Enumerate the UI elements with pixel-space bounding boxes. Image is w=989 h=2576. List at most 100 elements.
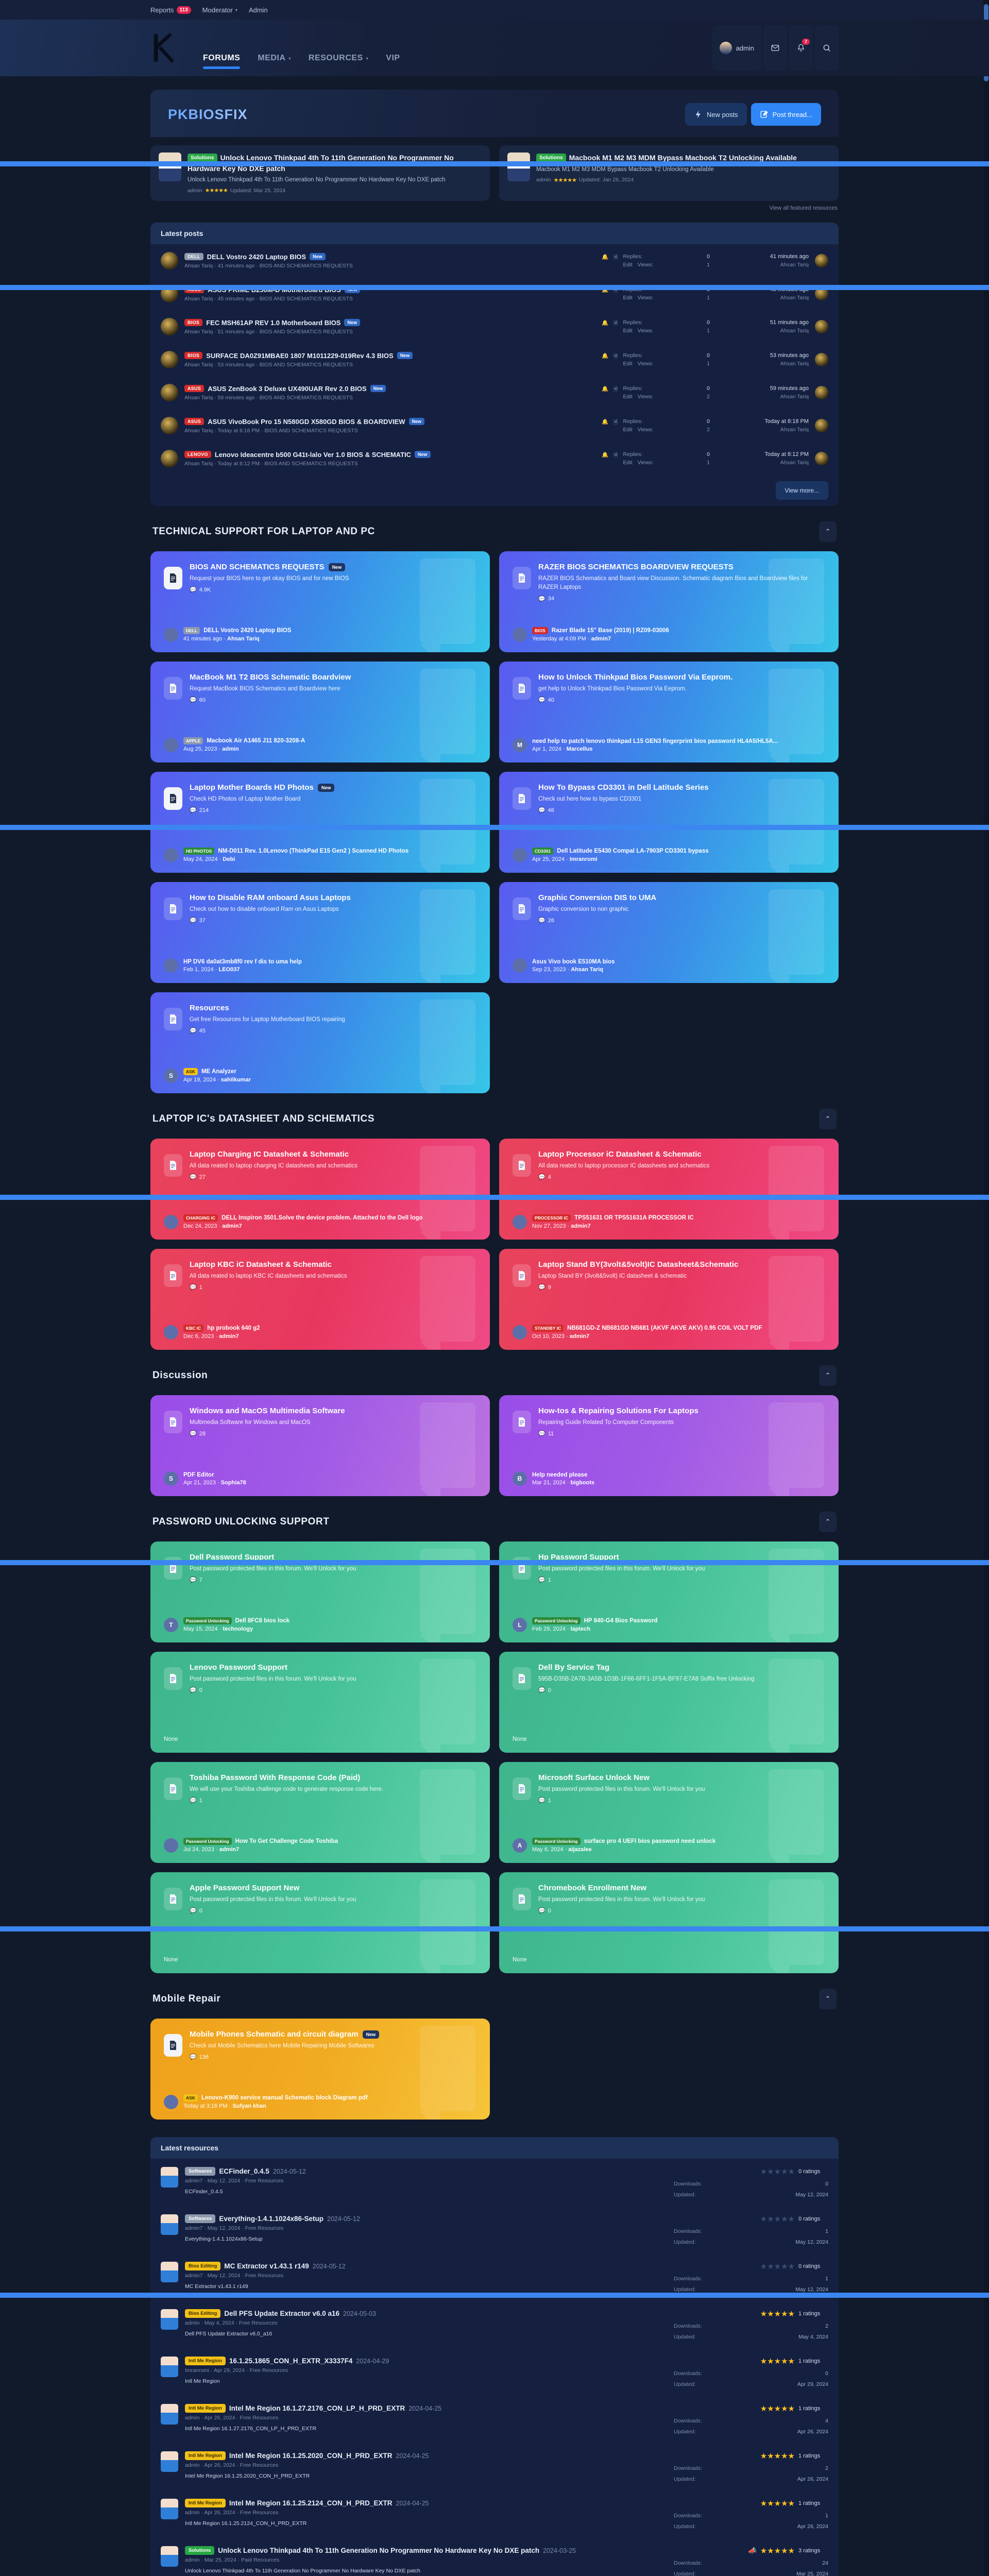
admin-moderator-menu[interactable]: Moderator ▾ [202, 6, 237, 14]
forum-title-text[interactable]: How to Disable RAM onboard Asus Laptops [190, 893, 351, 903]
list-item[interactable]: Bios Editing MC Extractor v1.43.1 r149 2… [150, 2253, 839, 2301]
nav-item-resources[interactable]: RESOURCES▾ [309, 54, 368, 76]
post-title-text[interactable]: FEC MSH61AP REV 1.0 Motherboard BIOS [206, 318, 341, 327]
collapse-toggle-button[interactable]: ⌃ [819, 521, 837, 543]
forum-title-text[interactable]: Windows and MacOS Multimedia Software [190, 1406, 345, 1416]
forum-title-text[interactable]: Laptop Processor iC Datasheet & Schemati… [538, 1150, 702, 1159]
list-item[interactable]: Bios Editing Dell PFS Update Extractor v… [150, 2301, 839, 2348]
post-thread-button[interactable]: Post thread... [751, 103, 821, 126]
timestamp[interactable]: Today at 8:18 PM [764, 418, 809, 425]
last-poster[interactable]: laptech [570, 1626, 591, 1633]
edit-link[interactable]: Edit [623, 460, 633, 466]
last-poster[interactable]: Ahsan Tariq [227, 636, 260, 642]
last-post-title-text[interactable]: TPS51631 OR TPS51631A PROCESSOR IC [574, 1215, 694, 1222]
edit-link[interactable]: Edit [623, 361, 633, 367]
last-poster[interactable]: Sophia78 [220, 1479, 246, 1486]
forum-title-text[interactable]: Graphic Conversion DIS to UMA [538, 893, 657, 903]
last-poster[interactable]: Imranromi [569, 856, 598, 863]
last-poster[interactable]: technology [223, 1626, 253, 1633]
last-post-title-text[interactable]: How To Get Challenge Code Toshiba [235, 1838, 338, 1845]
table-row[interactable]: ASUS ASUS PRIME B250M-D Motherboard BIOS… [150, 277, 839, 310]
forum-title-text[interactable]: Mobile Phones Schematic and circuit diag… [190, 2030, 359, 2039]
edit-link[interactable]: Edit [623, 394, 633, 400]
forum-title-text[interactable]: How To Bypass CD3301 in Dell Latitude Se… [538, 783, 709, 792]
bell-icon[interactable]: 🔔 [602, 254, 609, 261]
inbox-button[interactable] [763, 25, 787, 71]
forum-title-text[interactable]: Apple Password Support New [190, 1884, 300, 1893]
list-item[interactable]: Intl Me Region Intel Me Region 16.1.27.2… [150, 2396, 839, 2443]
forum-title-text[interactable]: Hp Password Support [538, 1553, 619, 1562]
forum-card[interactable]: Graphic Conversion DIS to UMA Graphic co… [499, 882, 839, 984]
last-poster[interactable]: Debi [223, 856, 235, 863]
forum-title-text[interactable]: Dell By Service Tag [538, 1663, 610, 1672]
last-post-title-text[interactable]: PDF Editor [183, 1471, 214, 1478]
forum-card[interactable]: Dell Password Support Post password prot… [150, 1541, 490, 1643]
collapse-toggle-button[interactable]: ⌃ [819, 1512, 837, 1533]
list-item[interactable]: Intl Me Region Intel Me Region 16.1.25.2… [150, 2443, 839, 2490]
last-poster[interactable]: admin7 [591, 636, 611, 642]
forum-card[interactable]: Laptop Mother Boards HD Photos New Check… [150, 772, 490, 873]
resource-title-text[interactable]: Unlock Lenovo Thinkpad 4th To 11th Gener… [218, 2547, 540, 2555]
last-poster[interactable]: bigboots [570, 1479, 595, 1486]
forum-title-text[interactable]: Dell Password Support [190, 1553, 275, 1562]
forum-title-text[interactable]: Laptop Stand BY(3volt&5volt)IC Datasheet… [538, 1260, 739, 1269]
forum-title-text[interactable]: BIOS AND SCHEMATICS REQUESTS [190, 563, 325, 572]
last-post-title-text[interactable]: NB681GD-Z NB681GD NB681 (AKVF AKVE AKV) … [567, 1325, 762, 1332]
table-row[interactable]: ASUS ASUS ZenBook 3 Deluxe UX490UAR Rev … [150, 376, 839, 409]
nav-item-vip[interactable]: VIP [386, 54, 400, 76]
forum-title-text[interactable]: Resources [190, 1004, 229, 1013]
forum-card[interactable]: MacBook M1 T2 BIOS Schematic Boardview R… [150, 662, 490, 763]
last-poster[interactable]: sahilkumar [220, 1077, 251, 1083]
post-title-text[interactable]: ASUS VivoBook Pro 15 N580GD X580GD BIOS … [208, 417, 405, 426]
featured-view-all-link[interactable]: View all featured resources [769, 205, 838, 212]
forum-card[interactable]: Toshiba Password With Response Code (Pai… [150, 1762, 490, 1863]
alerts-button[interactable]: 7 [789, 25, 813, 71]
post-title-text[interactable]: DELL Vostro 2420 Laptop BIOS [207, 252, 306, 261]
last-poster[interactable]: Ahsan Tariq [780, 295, 809, 301]
last-post-title-text[interactable]: Asus Vivo book E510MA bios [532, 958, 615, 965]
last-post-title-text[interactable]: DELL Inspiron 3501.Solve the device prob… [221, 1215, 423, 1222]
last-poster[interactable]: aijazalee [568, 1846, 592, 1853]
page-icon[interactable]: 🗎 [613, 320, 618, 327]
last-poster[interactable]: admin7 [571, 1223, 591, 1230]
collapse-toggle-button[interactable]: ⌃ [819, 1109, 837, 1130]
last-post-title-text[interactable]: Razer Blade 15" Base (2019) | RZ09-03006 [551, 628, 669, 634]
nav-item-forums[interactable]: FORUMS [203, 54, 241, 76]
table-row[interactable]: BIOS SURFACE DA0Z91MBAE0 1807 M1011229-0… [150, 343, 839, 376]
forum-card[interactable]: Lenovo Password Support Post password pr… [150, 1652, 490, 1753]
last-poster[interactable]: Marcellus [566, 745, 593, 752]
bell-icon[interactable]: 🔔 [602, 320, 609, 327]
forum-title-text[interactable]: Laptop KBC iC Datasheet & Schematic [190, 1260, 332, 1269]
table-row[interactable]: ASUS ASUS VivoBook Pro 15 N580GD X580GD … [150, 409, 839, 442]
forum-card[interactable]: RAZER BIOS SCHEMATICS BOARDVIEW REQUESTS… [499, 551, 839, 653]
forum-card[interactable]: Dell By Service Tag 595B-D35B-2A7B-3A5B-… [499, 1652, 839, 1753]
last-poster[interactable]: Ahsan Tariq [780, 361, 809, 367]
forum-card[interactable]: How-tos & Repairing Solutions For Laptop… [499, 1395, 839, 1497]
latest-posts-view-more[interactable]: View more... [775, 481, 828, 500]
resource-title-text[interactable]: Dell PFS Update Extractor v6.0 a16 [224, 2310, 340, 2318]
list-item[interactable]: Softwares ECFinder_0.4.5 2024-05-12 admi… [150, 2159, 839, 2206]
post-title-text[interactable]: Lenovo Ideacentre b500 G41t-lalo Ver 1.0… [214, 450, 412, 459]
forum-title-text[interactable]: RAZER BIOS SCHEMATICS BOARDVIEW REQUESTS [538, 563, 734, 572]
bell-icon[interactable]: 🔔 [602, 419, 609, 426]
post-title-text[interactable]: SURFACE DA0Z91MBAE0 1807 M1011229-019Rev… [206, 351, 394, 360]
collapse-toggle-button[interactable]: ⌃ [819, 1989, 837, 2010]
last-poster[interactable]: admin [222, 746, 239, 753]
nav-item-media[interactable]: MEDIA▾ [258, 54, 291, 76]
last-poster[interactable]: Ahsan Tariq [780, 328, 809, 334]
forum-card[interactable]: Hp Password Support Post password protec… [499, 1541, 839, 1643]
forum-title-text[interactable]: How-tos & Repairing Solutions For Laptop… [538, 1406, 698, 1416]
forum-card[interactable]: Mobile Phones Schematic and circuit diag… [150, 2019, 490, 2120]
last-post-title-text[interactable]: NM-D011 Rev. 1.0Lenovo (ThinkPad E15 Gen… [218, 848, 409, 855]
edit-link[interactable]: Edit [623, 427, 633, 433]
last-poster[interactable]: Sufyan khan [232, 2103, 266, 2110]
table-row[interactable]: LENOVO Lenovo Ideacentre b500 G41t-lalo … [150, 442, 839, 475]
last-poster[interactable]: admin7 [569, 1333, 590, 1340]
page-icon[interactable]: 🗎 [613, 386, 618, 393]
last-post-title-text[interactable]: HP DV6 da0at3mb8f0 rev f dis to uma help [183, 958, 302, 965]
list-item[interactable]: Solutions Unlock Lenovo Thinkpad 4th To … [150, 2538, 839, 2576]
last-poster[interactable]: admin7 [219, 1333, 239, 1340]
bell-icon[interactable]: 🔔 [602, 386, 609, 393]
forum-card[interactable]: How to Unlock Thinkpad Bios Password Via… [499, 662, 839, 763]
